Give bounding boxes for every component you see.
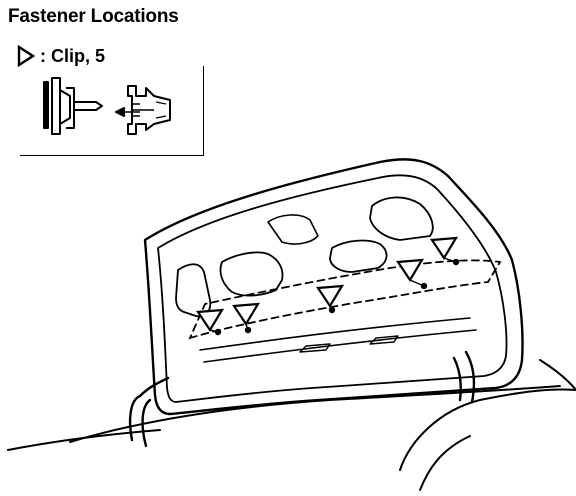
legend-text: : Clip, 5 xyxy=(40,45,106,66)
triangle-outline-icon xyxy=(17,45,36,67)
page-title: Fastener Locations xyxy=(8,6,179,27)
legend: : Clip, 5 xyxy=(16,44,105,68)
clip-detail-inset xyxy=(20,66,204,156)
clip-detail-drawing xyxy=(43,77,171,135)
